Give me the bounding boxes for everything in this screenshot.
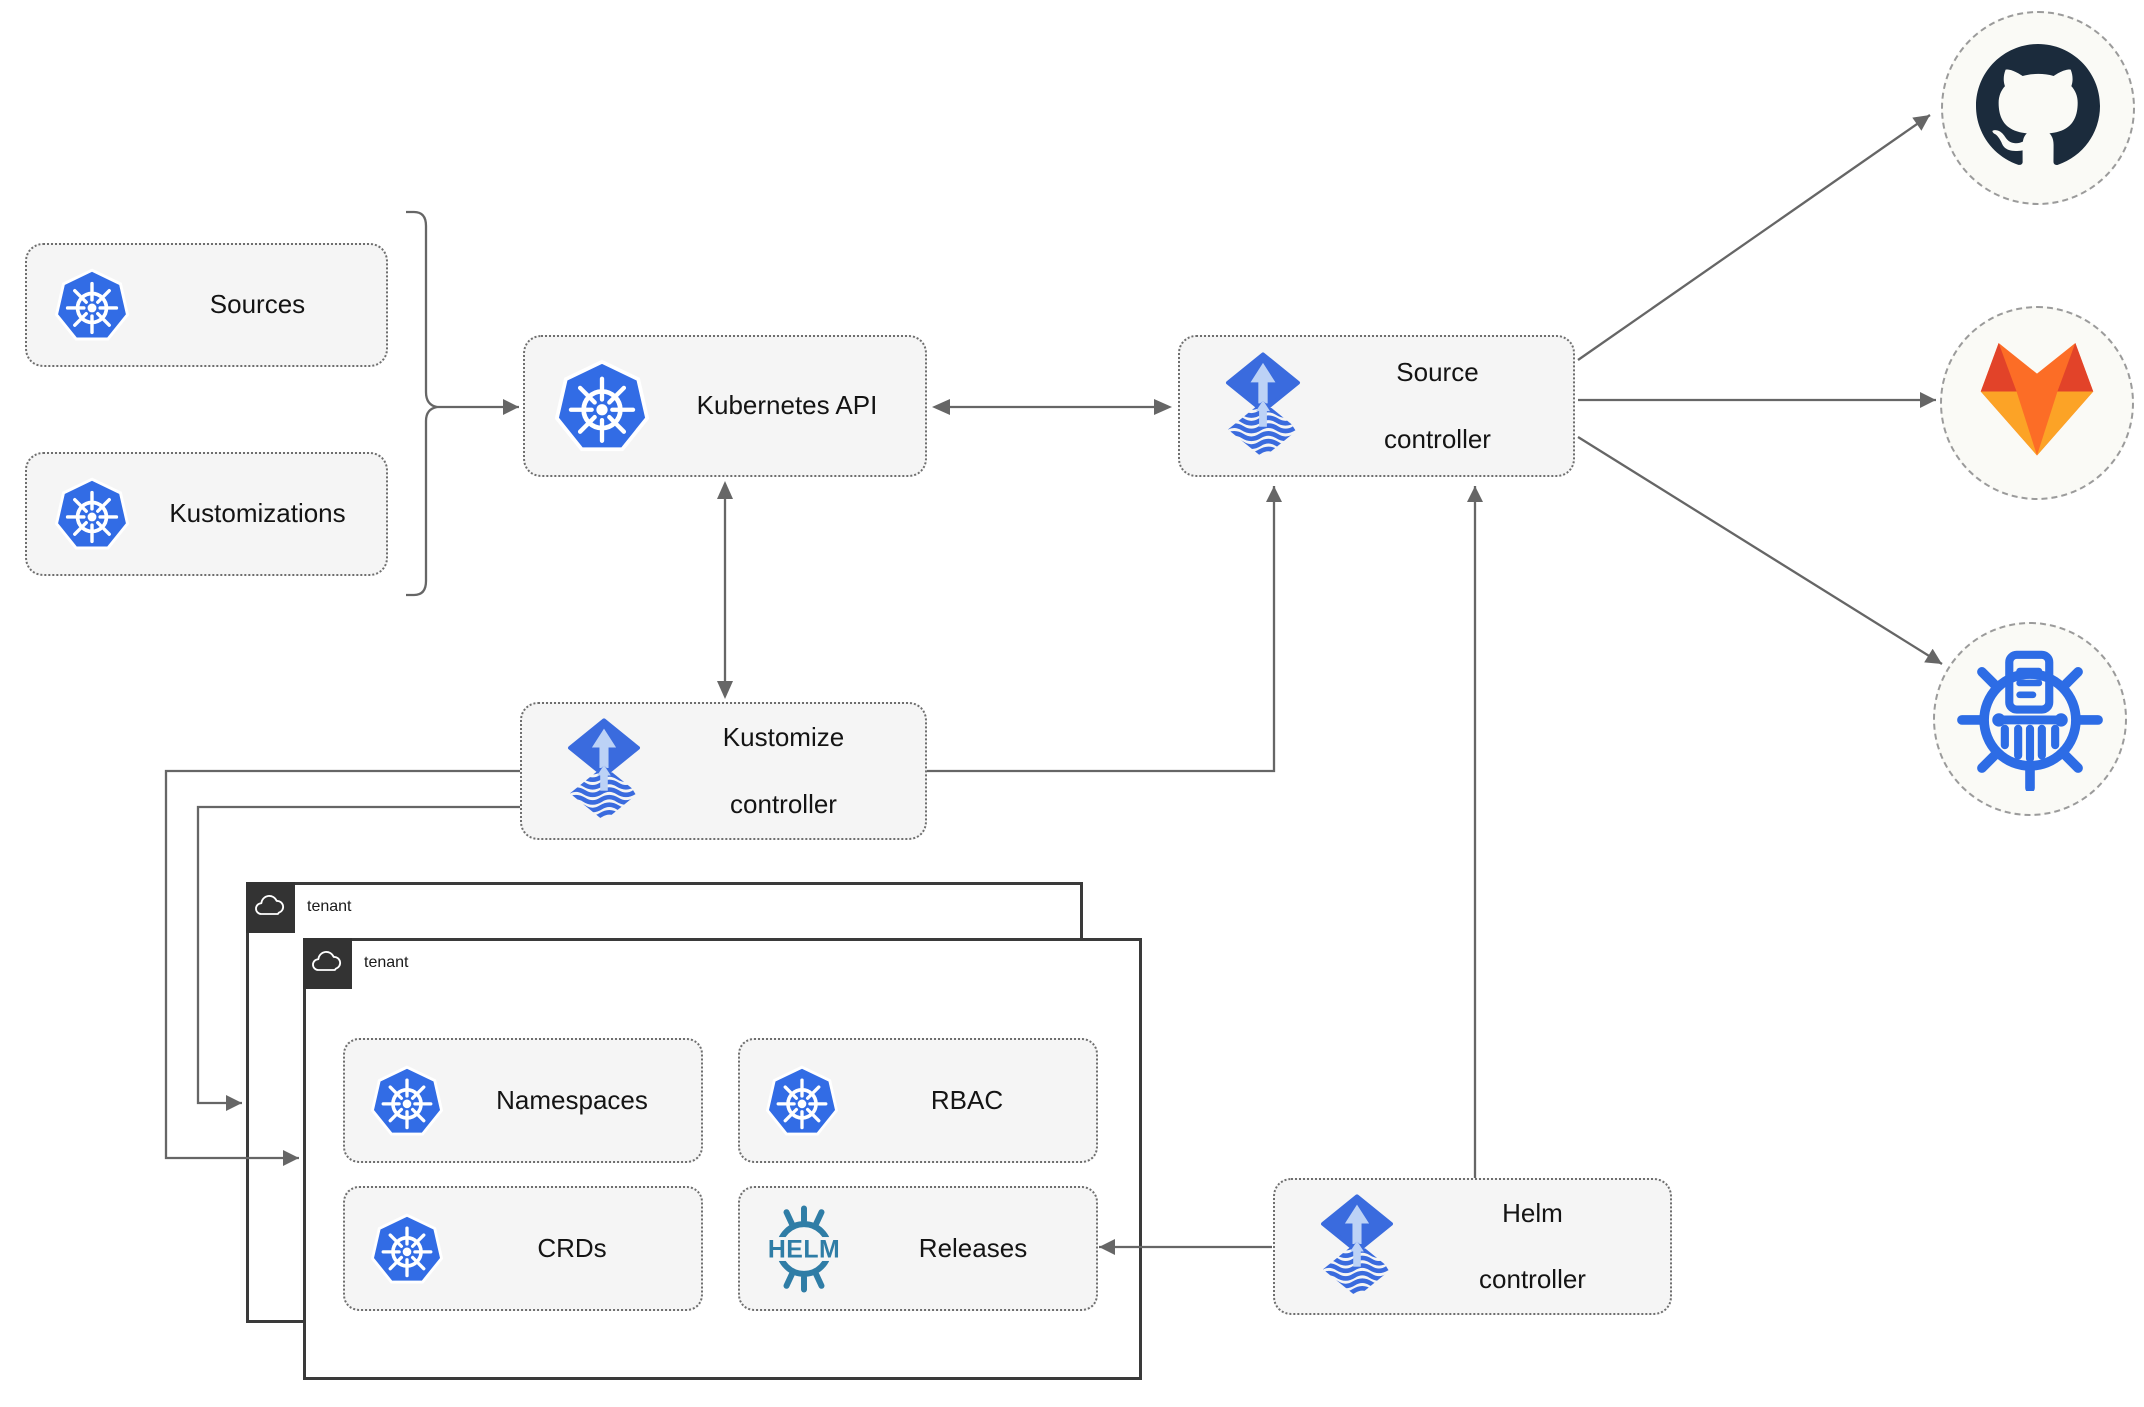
source-controller-line1: Source bbox=[1396, 357, 1479, 388]
helm-controller-label: Helm controller bbox=[1395, 1197, 1670, 1297]
arrowhead bbox=[932, 399, 950, 415]
gitlab-icon bbox=[1973, 343, 2101, 463]
tenant-outer-label: tenant bbox=[307, 898, 352, 915]
source-controller-node: Source controller bbox=[1178, 335, 1575, 477]
kustomize-controller-node: Kustomize controller bbox=[520, 702, 927, 840]
releases-label: Releases bbox=[918, 1232, 1028, 1263]
kubernetes-icon bbox=[555, 359, 649, 453]
chartmuseum-target bbox=[1933, 622, 2127, 816]
cloud-icon bbox=[311, 949, 345, 979]
chartmuseum-icon bbox=[1956, 643, 2104, 796]
brace-sources-group bbox=[406, 210, 438, 597]
cloud-icon bbox=[254, 893, 288, 923]
arrow-source-to-github bbox=[1577, 114, 1931, 361]
github-target bbox=[1941, 11, 2135, 205]
arrow-source-to-chartmuseum bbox=[1577, 436, 1943, 665]
flux-icon bbox=[566, 718, 642, 824]
arrowhead bbox=[717, 481, 733, 499]
kubernetes-icon bbox=[371, 1065, 443, 1137]
rbac-label: RBAC bbox=[930, 1084, 1004, 1115]
kustomizations-label: Kustomizations bbox=[169, 498, 346, 529]
kubernetes-icon bbox=[55, 268, 129, 342]
kubernetes-api-label: Kubernetes API bbox=[696, 390, 878, 421]
crds-node: CRDs bbox=[343, 1186, 703, 1311]
rbac-node: RBAC bbox=[738, 1038, 1098, 1163]
tenant-inner-tab bbox=[303, 938, 352, 989]
namespaces-node: Namespaces bbox=[343, 1038, 703, 1163]
kubernetes-icon bbox=[371, 1213, 443, 1285]
kustomize-controller-label: Kustomize controller bbox=[642, 721, 925, 821]
flux-icon bbox=[1319, 1194, 1395, 1300]
helm-controller-line1: Helm bbox=[1502, 1197, 1563, 1228]
releases-node: HELM Releases bbox=[738, 1186, 1098, 1311]
helm-icon: HELM bbox=[758, 1203, 850, 1295]
kustomize-controller-line1: Kustomize bbox=[722, 722, 845, 753]
arrow-kustomize-to-source bbox=[927, 486, 1282, 773]
tenant-inner-frame: tenant Namespaces RBAC CRDs bbox=[303, 938, 1142, 1380]
kubernetes-api-node: Kubernetes API bbox=[523, 335, 927, 477]
sources-label: Sources bbox=[209, 289, 306, 320]
arrowhead bbox=[717, 681, 733, 699]
arrowhead bbox=[1154, 399, 1172, 415]
tenant-inner-label: tenant bbox=[364, 954, 409, 971]
kustomizations-node: Kustomizations bbox=[25, 452, 388, 576]
source-controller-label: Source controller bbox=[1302, 356, 1573, 456]
flux-icon bbox=[1224, 352, 1302, 461]
github-icon bbox=[1976, 43, 2100, 173]
helm-logo-text: HELM bbox=[768, 1236, 840, 1263]
tenant-outer-tab bbox=[246, 882, 295, 933]
source-controller-line2: controller bbox=[1384, 423, 1491, 454]
sources-node: Sources bbox=[25, 243, 388, 367]
helm-controller-line2: controller bbox=[1479, 1264, 1586, 1295]
gitlab-target bbox=[1940, 306, 2134, 500]
kustomize-controller-line2: controller bbox=[730, 788, 837, 819]
namespaces-label: Namespaces bbox=[496, 1084, 648, 1115]
helm-controller-node: Helm controller bbox=[1273, 1178, 1672, 1315]
crds-label: CRDs bbox=[537, 1232, 607, 1263]
kubernetes-icon bbox=[55, 477, 129, 551]
kubernetes-icon bbox=[766, 1065, 838, 1137]
